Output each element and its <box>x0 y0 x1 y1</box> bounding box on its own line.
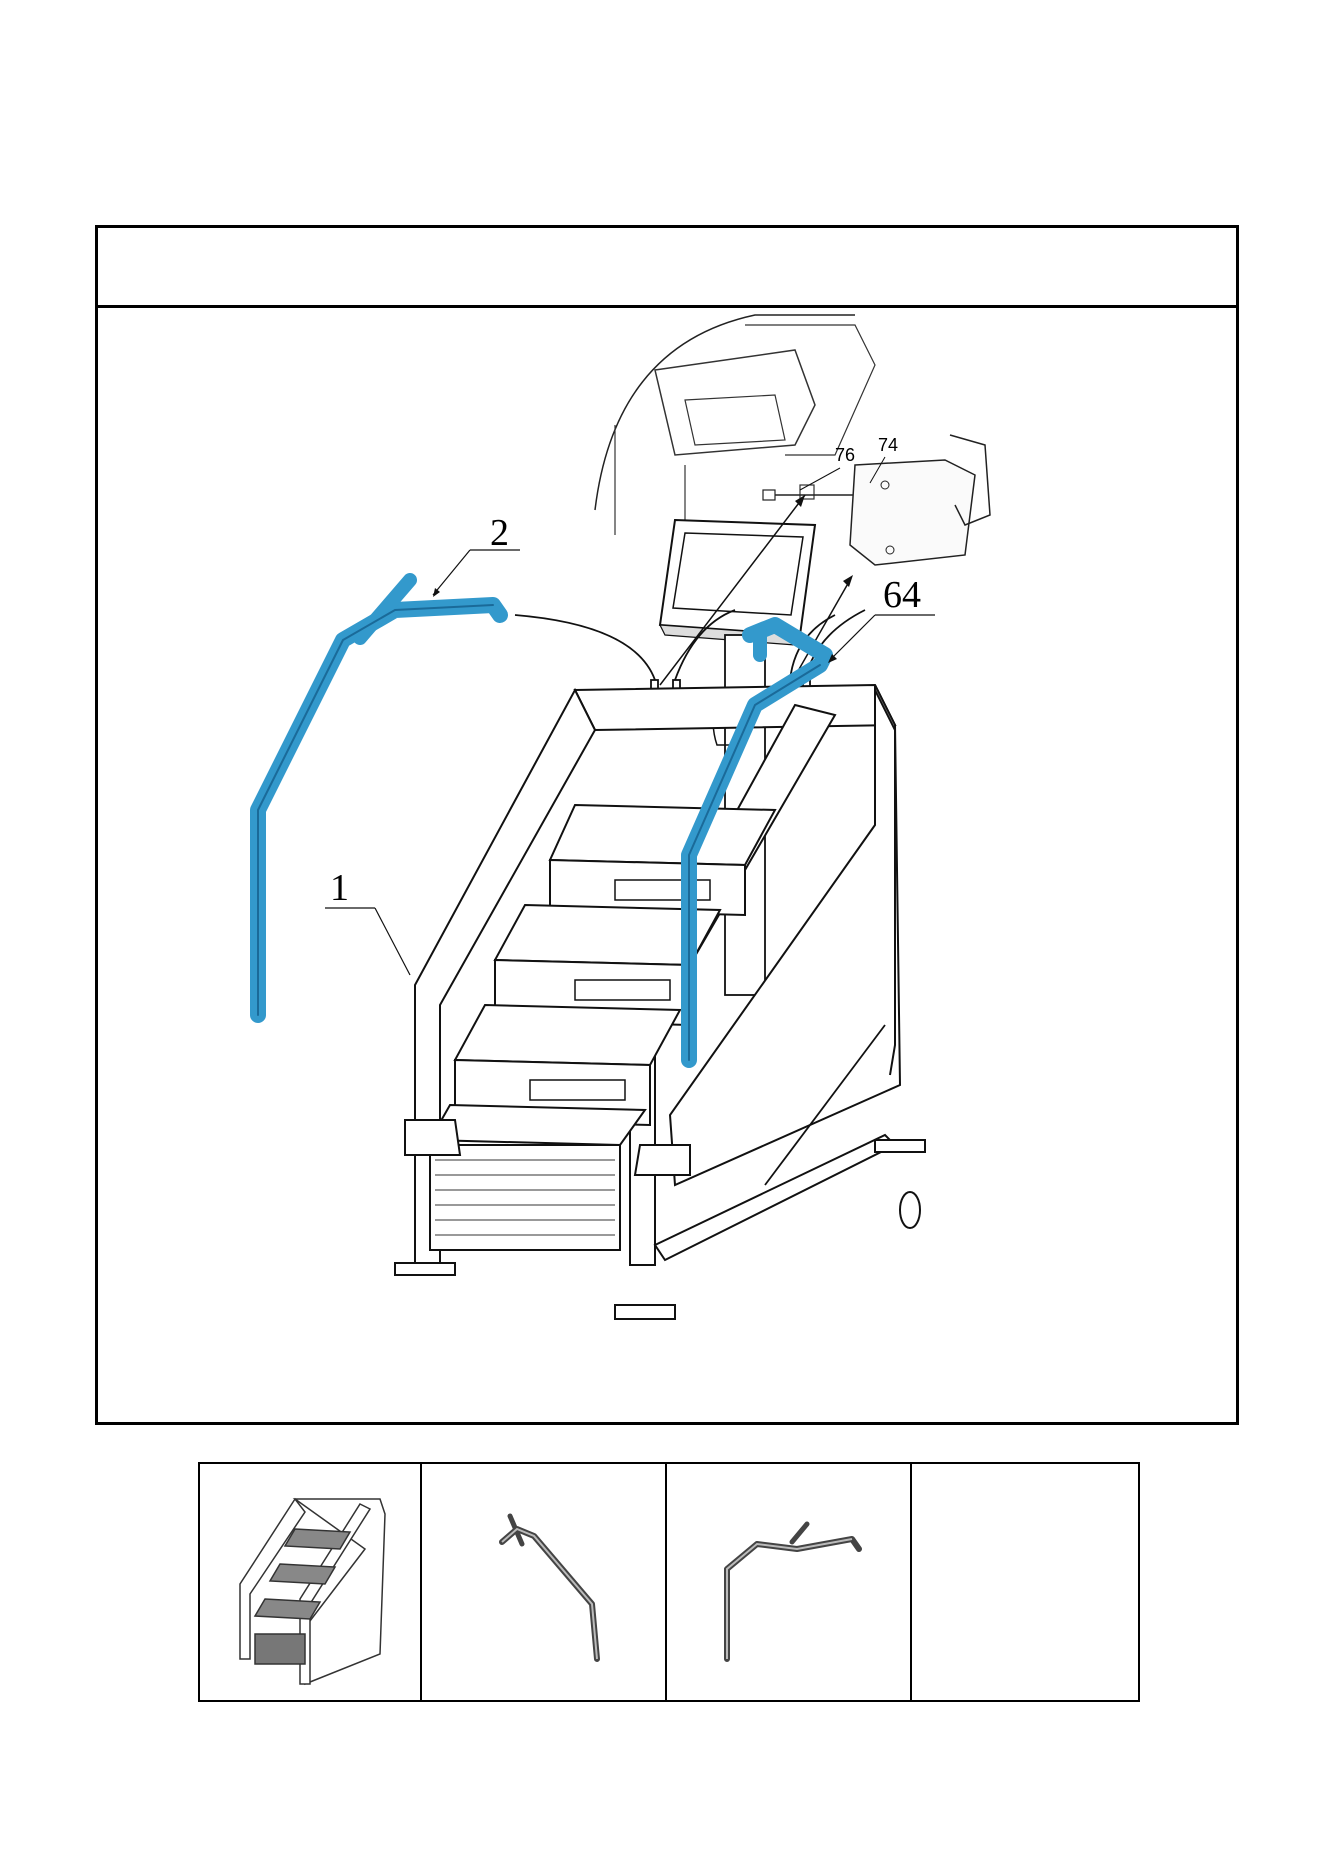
left-handrail-thumbnail <box>422 1464 667 1700</box>
frame-header <box>98 228 1236 308</box>
stair-frame <box>395 685 925 1319</box>
right-handrail-thumbnail <box>667 1464 912 1700</box>
stair-frame-icon <box>200 1464 422 1700</box>
callout-label-74: 74 <box>878 435 898 455</box>
frame-thumbnail <box>200 1464 422 1700</box>
parts-table <box>198 1462 1140 1702</box>
handrail-right-icon <box>667 1464 912 1700</box>
empty-cell <box>912 1464 1138 1700</box>
detail-magnifier <box>595 315 875 535</box>
callout-2: 2 <box>433 512 520 597</box>
assembly-diagram: 2 64 1 76 74 <box>95 305 1239 1420</box>
callout-1: 1 <box>325 867 410 975</box>
callout-label-2: 2 <box>490 512 509 554</box>
callout-64: 64 <box>828 574 935 663</box>
callout-label-76: 76 <box>835 445 855 465</box>
callout-label-1: 1 <box>330 867 349 909</box>
callout-76: 76 <box>800 445 855 490</box>
handrail-left-icon <box>422 1464 667 1700</box>
callout-label-64: 64 <box>883 574 921 616</box>
